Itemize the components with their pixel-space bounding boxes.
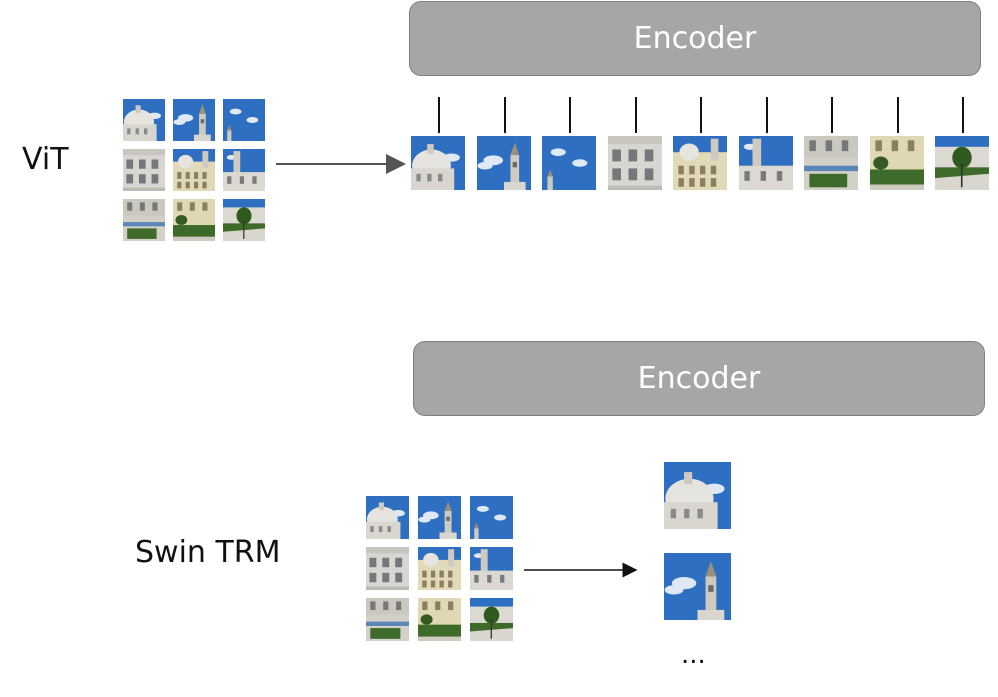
vit-token-connector	[962, 97, 964, 133]
vit-token-connector	[569, 97, 571, 133]
vit-label: ViT	[22, 142, 69, 177]
vit-token-connector	[634, 97, 637, 133]
swin-label: Swin TRM	[135, 535, 281, 570]
swin-input-patch	[418, 598, 461, 641]
swin-output-window	[664, 462, 731, 529]
vit-token-connector	[700, 97, 702, 133]
vit-sequence-patch	[869, 136, 924, 190]
vit-encoder-block: Encoder	[409, 1, 981, 76]
vit-sequence-patch	[542, 136, 596, 190]
vit-input-patch	[223, 99, 265, 141]
vit-token-connector	[765, 97, 768, 133]
vit-token-connector	[503, 97, 506, 133]
swin-input-patch	[470, 547, 513, 590]
swin-input-patch	[470, 496, 513, 539]
vit-encoder-label: Encoder	[633, 21, 757, 56]
swin-encoder-label: Encoder	[637, 361, 761, 396]
vit-sequence-patch	[476, 136, 531, 190]
vit-sequence-patch	[411, 136, 465, 190]
vit-token-connector	[438, 97, 440, 133]
vit-input-patch	[173, 149, 215, 191]
vit-sequence-patch	[804, 136, 858, 190]
swin-input-patch	[366, 547, 409, 590]
vit-input-patch	[173, 99, 215, 141]
vit-input-patch	[123, 149, 165, 191]
swin-input-patch	[418, 547, 461, 590]
swin-input-patch	[418, 496, 461, 539]
swin-ellipsis: ...	[681, 640, 706, 670]
vit-sequence-patch	[607, 136, 662, 190]
vit-input-patch	[123, 199, 165, 241]
vit-input-patch	[223, 149, 265, 191]
swin-input-patch	[366, 496, 409, 539]
swin-output-window	[664, 553, 731, 620]
vit-token-connector	[831, 97, 833, 133]
vit-input-patch	[123, 99, 165, 141]
swin-input-patch	[366, 598, 409, 641]
vit-sequence-patch	[935, 136, 989, 190]
vit-sequence-patch	[738, 136, 793, 190]
swin-encoder-block: Encoder	[413, 341, 985, 416]
vit-token-connector	[896, 97, 899, 133]
swin-input-patch	[470, 598, 513, 641]
vit-input-patch	[173, 199, 215, 241]
vit-sequence-patch	[673, 136, 727, 190]
vit-input-patch	[223, 199, 265, 241]
